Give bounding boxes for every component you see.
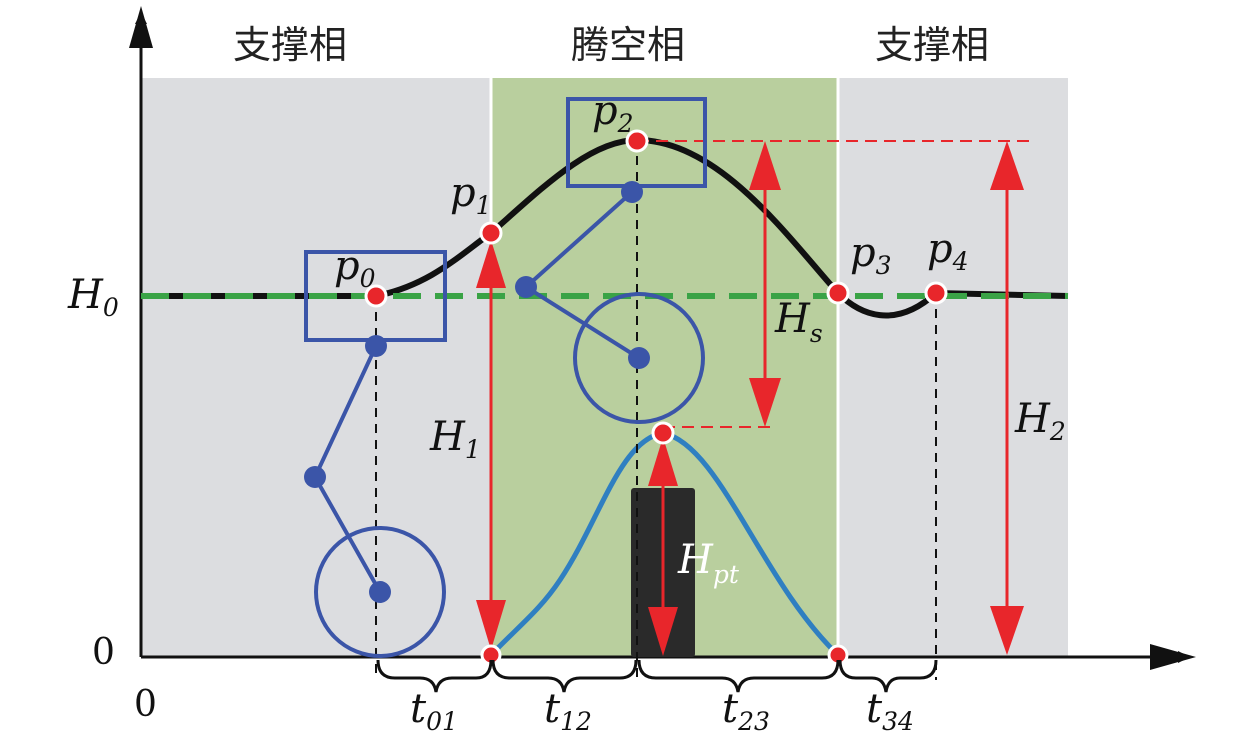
wheel-hub-p2 <box>628 347 650 369</box>
point-p0 <box>364 284 388 308</box>
brace-t12 <box>491 659 638 693</box>
label-t34: t34 <box>866 686 914 736</box>
support-phase-left-bg <box>141 78 491 657</box>
point-p4 <box>924 281 948 305</box>
label-t01: t01 <box>410 686 458 736</box>
leg-flight <box>515 97 707 424</box>
brace-t23 <box>637 659 840 693</box>
hs-arrow <box>749 141 781 427</box>
label-h2: H2 <box>1014 396 1066 446</box>
knee-joint-p0 <box>304 466 326 488</box>
label-p1: p1 <box>450 170 492 220</box>
x-axis-arrowhead <box>1150 644 1196 670</box>
foot-trajectory <box>489 430 840 657</box>
h0-label: H0 <box>67 272 119 322</box>
leg-support <box>304 250 447 658</box>
phase-label-support-left: 支撑相 <box>233 23 347 67</box>
point-p2 <box>625 129 649 153</box>
point-foot-peak <box>651 421 675 445</box>
y-axis-arrowhead <box>129 6 153 48</box>
label-p2: p2 <box>592 88 634 138</box>
support-phase-right-bg <box>838 78 1068 657</box>
brace-t01 <box>376 659 493 693</box>
label-t23: t23 <box>722 686 770 736</box>
label-p4: p4 <box>927 226 969 276</box>
label-hs: Hs <box>774 296 823 348</box>
hpt-arrow <box>648 437 678 656</box>
hip-joint-p0 <box>365 335 387 357</box>
y-zero-label: 0 <box>92 632 115 673</box>
wheel-p2 <box>573 292 705 424</box>
h1-arrow <box>476 240 506 650</box>
x-zero-label: 0 <box>134 684 157 725</box>
label-t12: t12 <box>544 686 592 736</box>
h2-arrow <box>990 141 1024 655</box>
brace-t34 <box>838 659 938 693</box>
knee-joint-p2 <box>515 276 537 298</box>
phase-label-support-right: 支撑相 <box>875 23 989 67</box>
hip-joint-p2 <box>621 181 643 203</box>
label-hpt: Hpt <box>677 537 740 589</box>
point-p3 <box>826 281 850 305</box>
wheel-hub-p0 <box>369 581 391 603</box>
label-p3: p3 <box>850 230 892 280</box>
wheel-p0 <box>314 526 446 658</box>
point-p1 <box>479 221 503 245</box>
phase-label-flight: 腾空相 <box>571 23 685 67</box>
label-p0: p0 <box>334 243 376 293</box>
label-h1: H1 <box>429 414 481 464</box>
